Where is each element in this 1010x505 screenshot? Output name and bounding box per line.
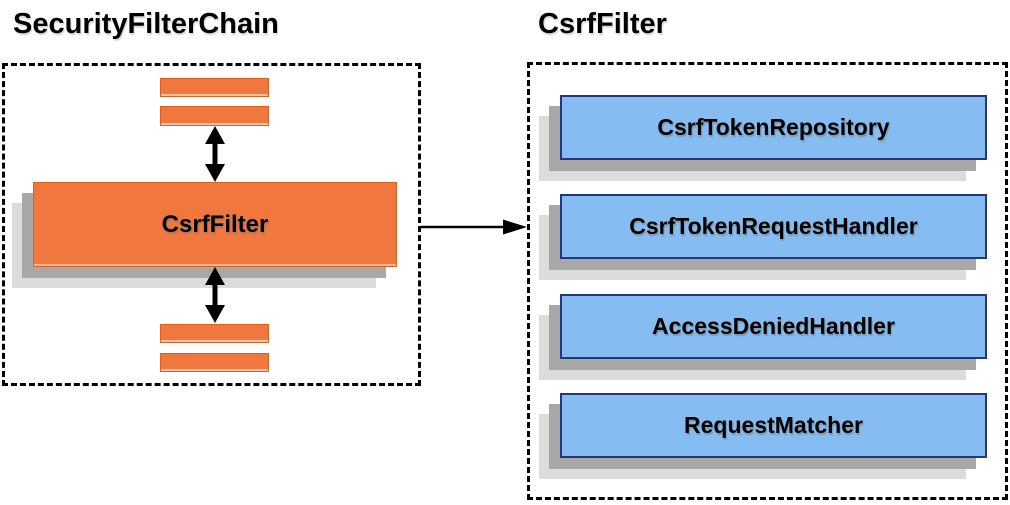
- csrf-filter-box-label: CsrfFilter: [161, 210, 269, 238]
- double-arrow-icon: [205, 267, 225, 323]
- component-box-csrf-token-repository: CsrfTokenRepository: [539, 95, 987, 181]
- flow-arrow-icon: [421, 219, 527, 235]
- component-box-label: CsrfTokenRequestHandler: [629, 213, 918, 239]
- csrf-filter-box: CsrfFilter: [12, 182, 397, 288]
- csrf-filter-title: CsrfFilter: [538, 8, 667, 40]
- component-box-access-denied-handler: AccessDeniedHandler: [539, 294, 987, 380]
- double-arrow-icon: [205, 126, 225, 182]
- component-box-label: RequestMatcher: [684, 412, 863, 438]
- security-filter-chain-container: [2, 63, 421, 386]
- component-box-face: RequestMatcher: [560, 393, 987, 458]
- component-box-label: CsrfTokenRepository: [657, 114, 890, 140]
- filter-bar-bottom-1: [160, 324, 269, 343]
- csrf-filter-box-face: CsrfFilter: [33, 182, 397, 267]
- component-box-face: CsrfTokenRepository: [560, 95, 987, 160]
- component-box-csrf-token-request-handler: CsrfTokenRequestHandler: [539, 194, 987, 280]
- filter-bar-top-2: [160, 106, 269, 126]
- csrf-filter-components-container: [527, 62, 1008, 500]
- component-box-face: AccessDeniedHandler: [560, 294, 987, 359]
- component-box-request-matcher: RequestMatcher: [539, 393, 987, 479]
- filter-bar-bottom-2: [160, 353, 269, 372]
- security-filter-chain-title: SecurityFilterChain: [13, 8, 279, 40]
- component-box-face: CsrfTokenRequestHandler: [560, 194, 987, 259]
- component-box-label: AccessDeniedHandler: [652, 313, 895, 339]
- filter-bar-top-1: [160, 78, 269, 97]
